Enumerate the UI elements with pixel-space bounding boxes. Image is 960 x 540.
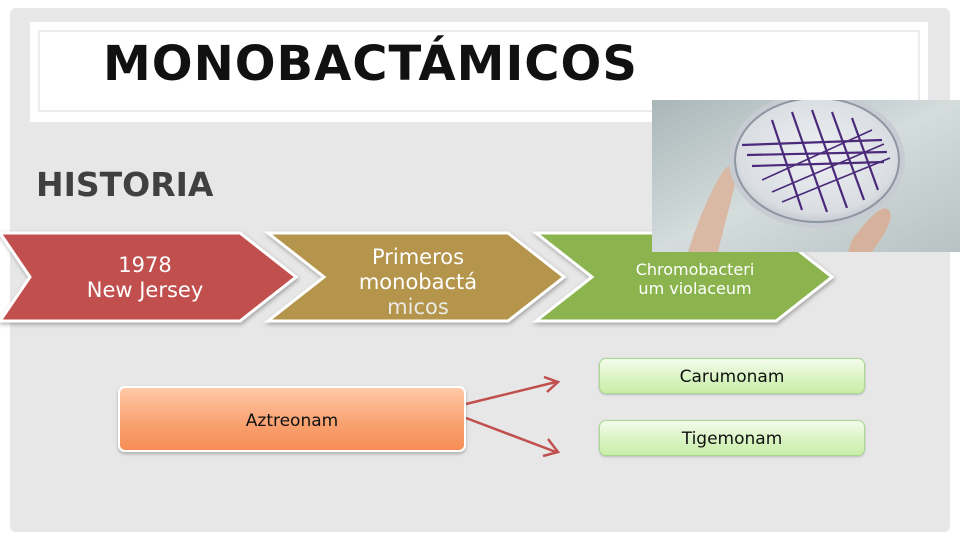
step-1-year: 1978	[118, 253, 172, 277]
arrowhead-tigemonam	[542, 438, 561, 458]
arrowhead-carumonam	[543, 375, 561, 393]
section-heading: HISTORIA	[36, 165, 214, 204]
slide-title: MONOBACTÁMICOS	[103, 36, 638, 92]
arrow-to-tigemonam	[465, 416, 557, 454]
carumonam-box: Carumonam	[599, 358, 865, 394]
title-frame	[38, 30, 920, 112]
step-2-line1: Primeros	[371, 245, 465, 269]
aztreonam-box: Aztreonam	[118, 386, 466, 452]
step-1-place: New Jersey	[86, 278, 204, 303]
step-3-text: Chromobacteri um violaceum	[600, 260, 790, 298]
step-2-text: Primeros monobactá micos	[338, 245, 498, 321]
step-3-line1: Chromobacteri	[635, 260, 755, 279]
step-2-line2: monobactá	[358, 270, 478, 295]
arrow-to-carumonam	[465, 380, 557, 406]
step-2-line3: micos	[387, 295, 449, 320]
step-3-line2: um violaceum	[638, 279, 752, 299]
tigemonam-box: Tigemonam	[599, 420, 865, 456]
chevron-step-2	[263, 231, 567, 323]
petri-dish-culture-photo	[652, 100, 960, 252]
chevron-step-1	[0, 231, 299, 323]
step-1-text: 1978 New Jersey	[70, 253, 220, 303]
